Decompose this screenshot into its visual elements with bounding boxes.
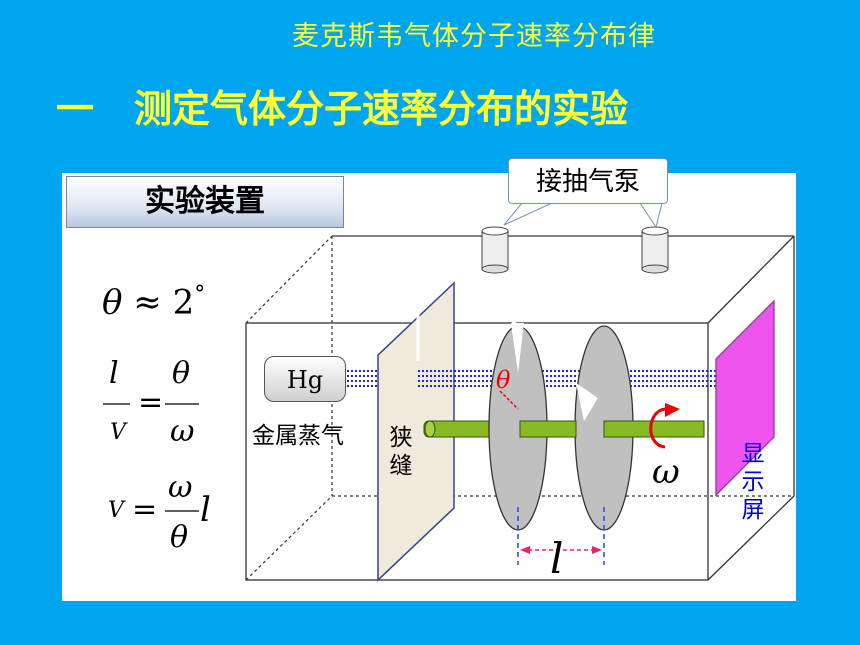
formula-angle-degree: ° [194, 282, 206, 307]
box-front-face [245, 322, 709, 581]
ratio-den-right: ω [170, 414, 195, 449]
shaft-right-segment [603, 420, 705, 438]
pump-callout: 接抽气泵 [508, 158, 668, 204]
formula-angle-rhs: 2 [172, 282, 195, 323]
ratio-eq: = [138, 385, 164, 420]
formula-angle-op: ≈ [133, 282, 162, 323]
section-heading: 一测定气体分子速率分布的实验 [56, 78, 628, 133]
angle-label: θ [496, 366, 511, 394]
screen-label-char: 屏 [741, 497, 765, 523]
display-screen [715, 299, 775, 497]
speed-lhs: V [108, 498, 124, 523]
callout-pointer-left [503, 202, 553, 226]
rotation-arrow [649, 407, 666, 449]
pump-cylinder-right [641, 226, 669, 274]
speed-num: ω [168, 470, 193, 505]
distance-label: l [550, 534, 564, 583]
box-edge-bottom-left [245, 495, 333, 581]
ratio-den-left: V [110, 420, 126, 445]
rotation-arrow-head [665, 403, 680, 417]
slit-label-char: 狭 [389, 425, 413, 451]
ratio-num-right: θ [172, 356, 191, 391]
slit-plate [377, 281, 455, 582]
box-edge-bottom-right [707, 495, 795, 581]
diagram-panel [62, 173, 796, 601]
omega-label: ω [652, 452, 680, 492]
speed-suffix: l [200, 490, 211, 530]
slit-label: 狭 缝 [388, 424, 414, 480]
callout-pointer-right [639, 202, 663, 229]
box-edge-back-top-left [245, 235, 333, 324]
ratio-num-left: l [109, 356, 119, 391]
speed-eq: = [132, 492, 158, 527]
screen-label: 显 示 屏 [740, 440, 766, 524]
section-title: 测定气体分子速率分布的实验 [134, 87, 629, 131]
mercury-source: Hg [264, 356, 346, 402]
screen-label-char: 示 [741, 469, 765, 495]
box-edge-top-right [707, 235, 795, 324]
pump-cylinder-left [481, 226, 509, 274]
formula-angle-lhs: θ [102, 282, 123, 323]
section-number: 一 [56, 87, 95, 131]
apparatus-badge: 实验装置 [66, 176, 344, 228]
slit-label-char: 缝 [389, 453, 413, 479]
angle-marker [499, 390, 519, 410]
apparatus-drawing [103, 202, 795, 582]
screen-label-char: 显 [741, 441, 765, 467]
speed-den: θ [170, 520, 189, 555]
formula-angle: θ ≈ 2° [102, 282, 205, 322]
shaft-between-disks [519, 420, 577, 438]
slide-subtitle: 麦克斯韦气体分子速率分布律 [292, 21, 656, 52]
vapor-label: 金属蒸气 [252, 423, 344, 449]
